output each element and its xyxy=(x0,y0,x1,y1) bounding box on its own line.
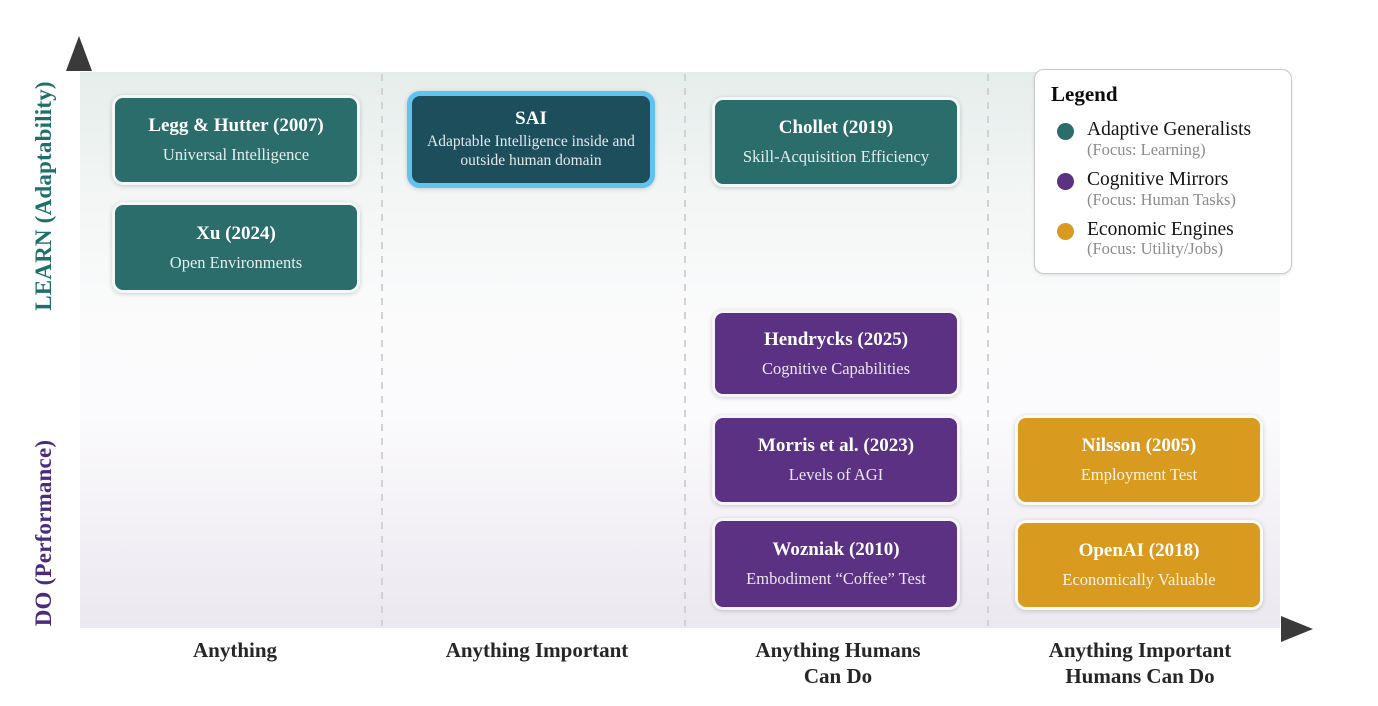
card-openai: OpenAI (2018) Economically Valuable xyxy=(1015,520,1263,610)
legend-item-label: Adaptive Generalists xyxy=(1087,119,1252,140)
x-axis-category-anything: Anything xyxy=(192,638,278,662)
card-subtitle: Economically Valuable xyxy=(1062,570,1216,590)
legend-item-label: Economic Engines xyxy=(1087,218,1234,240)
y-axis-label-learn: LEARN (Adaptability) xyxy=(31,81,56,311)
legend-swatch-purple-icon xyxy=(1057,172,1074,190)
card-title: OpenAI (2018) xyxy=(1078,540,1200,562)
card-subtitle: Adaptable Intelligence inside and outsid… xyxy=(427,133,635,169)
card-nilsson: Nilsson (2005) Employment Test xyxy=(1015,415,1263,505)
legend-item-adaptive-generalists: Adaptive Generalists (Focus: Learning) xyxy=(1051,119,1277,160)
legend-swatch-teal-icon xyxy=(1057,123,1074,140)
card-subtitle: Open Environments xyxy=(169,252,303,272)
card-subtitle: Skill-Acquisition Efficiency xyxy=(742,147,930,167)
column-divider-dashed-line xyxy=(684,74,686,626)
legend-item-focus: (Focus: Human Tasks) xyxy=(1087,189,1236,209)
card-title: Legg & Hutter (2007) xyxy=(148,115,324,137)
legend-item-cognitive-mirrors: Cognitive Mirrors (Focus: Human Tasks) xyxy=(1051,169,1277,210)
legend-item-economic-engines: Economic Engines (Focus: Utility/Jobs) xyxy=(1051,219,1277,260)
card-xu: Xu (2024) Open Environments xyxy=(112,202,360,293)
x-axis-arrow-icon xyxy=(1281,616,1313,642)
card-hendrycks: Hendrycks (2025) Cognitive Capabilities xyxy=(712,310,960,397)
card-title: Xu (2024) xyxy=(196,222,276,244)
card-subtitle: Employment Test xyxy=(1080,465,1198,485)
card-title: Hendrycks (2025) xyxy=(763,328,909,350)
x-axis-category-anything-humans-can-do: Anything Humans Can Do xyxy=(755,638,921,689)
card-title: SAI xyxy=(515,108,547,130)
card-subtitle: Universal Intelligence xyxy=(162,145,310,165)
card-subtitle: Levels of AGI xyxy=(788,465,884,485)
card-subtitle: Embodiment “Coffee” Test xyxy=(746,569,926,589)
card-title: Chollet (2019) xyxy=(778,117,894,139)
card-title: Morris et al. (2023) xyxy=(757,435,915,457)
card-sai-highlighted: SAI Adaptable Intelligence inside and ou… xyxy=(407,91,655,188)
column-divider-dashed-line xyxy=(381,74,383,626)
y-axis-arrow-icon xyxy=(66,36,92,71)
x-axis-category-anything-important-humans-can-do: Anything Important Humans Can Do xyxy=(1048,638,1232,689)
card-chollet: Chollet (2019) Skill-Acquisition Efficie… xyxy=(712,97,960,187)
legend-swatch-orange-icon xyxy=(1057,222,1074,240)
card-legg-hutter: Legg & Hutter (2007) Universal Intellige… xyxy=(112,95,360,185)
card-wozniak: Wozniak (2010) Embodiment “Coffee” Test xyxy=(712,518,960,610)
card-title: Nilsson (2005) xyxy=(1081,435,1197,457)
legend-item-label: Cognitive Mirrors xyxy=(1087,168,1229,190)
legend-item-focus: (Focus: Utility/Jobs) xyxy=(1087,239,1224,259)
legend: Legend Adaptive Generalists (Focus: Lear… xyxy=(1034,69,1292,275)
x-axis-category-anything-important: Anything Important xyxy=(445,638,629,662)
card-title: Wozniak (2010) xyxy=(772,539,900,561)
y-axis-label-do: DO (Performance) xyxy=(31,439,56,627)
column-divider-dashed-line xyxy=(987,74,989,626)
legend-item-focus: (Focus: Learning) xyxy=(1087,139,1206,159)
card-subtitle: Cognitive Capabilities xyxy=(761,358,911,378)
legend-title: Legend xyxy=(1051,82,1118,106)
card-morris: Morris et al. (2023) Levels of AGI xyxy=(712,415,960,505)
